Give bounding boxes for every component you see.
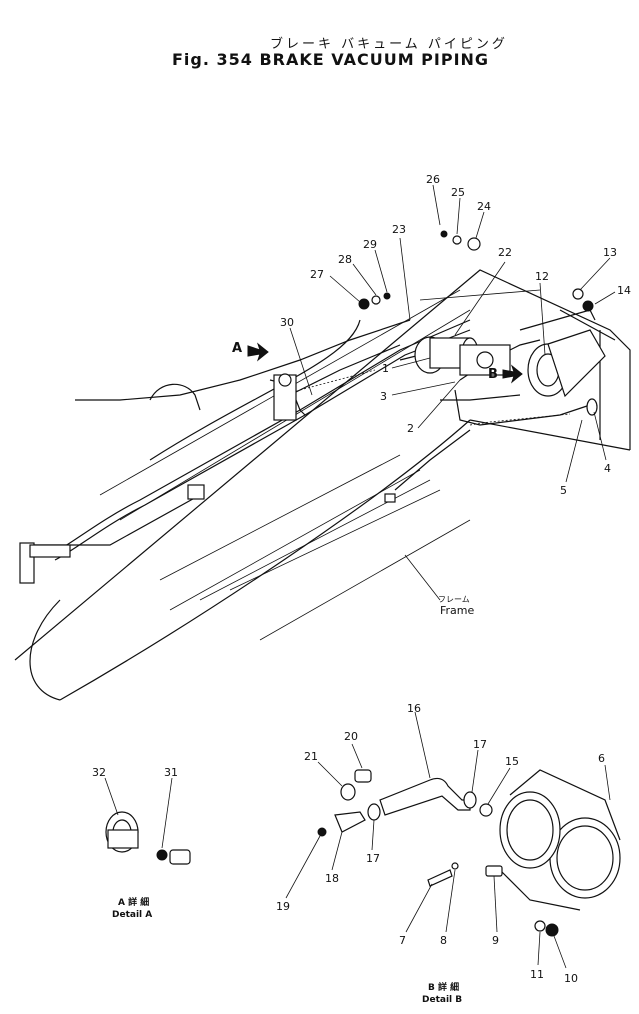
- callout-11: 11: [530, 968, 544, 981]
- detail-b-drawing: [317, 769, 621, 937]
- callout-19: 19: [276, 900, 290, 913]
- callout-24: 24: [477, 200, 491, 213]
- callout-17a: 17: [473, 738, 487, 751]
- callout-16: 16: [407, 702, 421, 715]
- callout-26: 26: [426, 173, 440, 186]
- view-arrow-b: B: [488, 364, 523, 384]
- svg-text:Frame: Frame: [440, 604, 475, 617]
- title-japanese: ブレーキ バキューム パイピング: [270, 37, 508, 52]
- detail-a-drawing: [105, 811, 191, 865]
- detail-a-label-jp: A 詳 細: [118, 896, 149, 908]
- detail-b-label: Detail B: [422, 995, 462, 1005]
- callout-31: 31: [164, 766, 178, 779]
- callout-28: 28: [338, 253, 352, 266]
- callout-23: 23: [392, 223, 406, 236]
- callout-6: 6: [598, 752, 605, 765]
- callout-7: 7: [399, 934, 406, 947]
- main-components: [19, 230, 606, 584]
- callout-4: 4: [604, 462, 611, 475]
- detail-b-label-jp: B 詳 細: [428, 981, 459, 993]
- callout-15: 15: [505, 755, 519, 768]
- svg-text:B: B: [488, 367, 498, 382]
- frame-callout: フレーム Frame: [404, 554, 475, 617]
- figure-title: Fig. 354 BRAKE VACUUM PIPING: [172, 50, 490, 69]
- callout-1: 1: [382, 362, 389, 375]
- callout-2: 2: [407, 422, 414, 435]
- svg-text:A: A: [232, 341, 242, 356]
- callout-27: 27: [310, 268, 324, 281]
- frame-outline: [14, 269, 631, 701]
- callout-21: 21: [304, 750, 318, 763]
- callout-14: 14: [617, 284, 631, 297]
- callout-20: 20: [344, 730, 358, 743]
- callout-10: 10: [564, 972, 578, 985]
- callout-25: 25: [451, 186, 465, 199]
- view-arrow-a: A: [232, 341, 269, 362]
- callout-30: 30: [280, 316, 294, 329]
- callout-3: 3: [380, 390, 387, 403]
- callout-32: 32: [92, 766, 106, 779]
- callout-29: 29: [363, 238, 377, 251]
- callout-22: 22: [498, 246, 512, 259]
- callout-5: 5: [560, 484, 567, 497]
- detail-a-label: Detail A: [112, 910, 152, 920]
- callout-numbers: 1 2 3 4 5 6 7 8 9 10 11 12 13 14 15 16 1…: [92, 173, 631, 985]
- callout-9: 9: [492, 934, 499, 947]
- leader-lines: [104, 184, 616, 969]
- callout-17b: 17: [366, 852, 380, 865]
- callout-8: 8: [440, 934, 447, 947]
- callout-13: 13: [603, 246, 617, 259]
- callout-12: 12: [535, 270, 549, 283]
- svg-text:フレーム: フレーム: [438, 595, 470, 604]
- callout-18: 18: [325, 872, 339, 885]
